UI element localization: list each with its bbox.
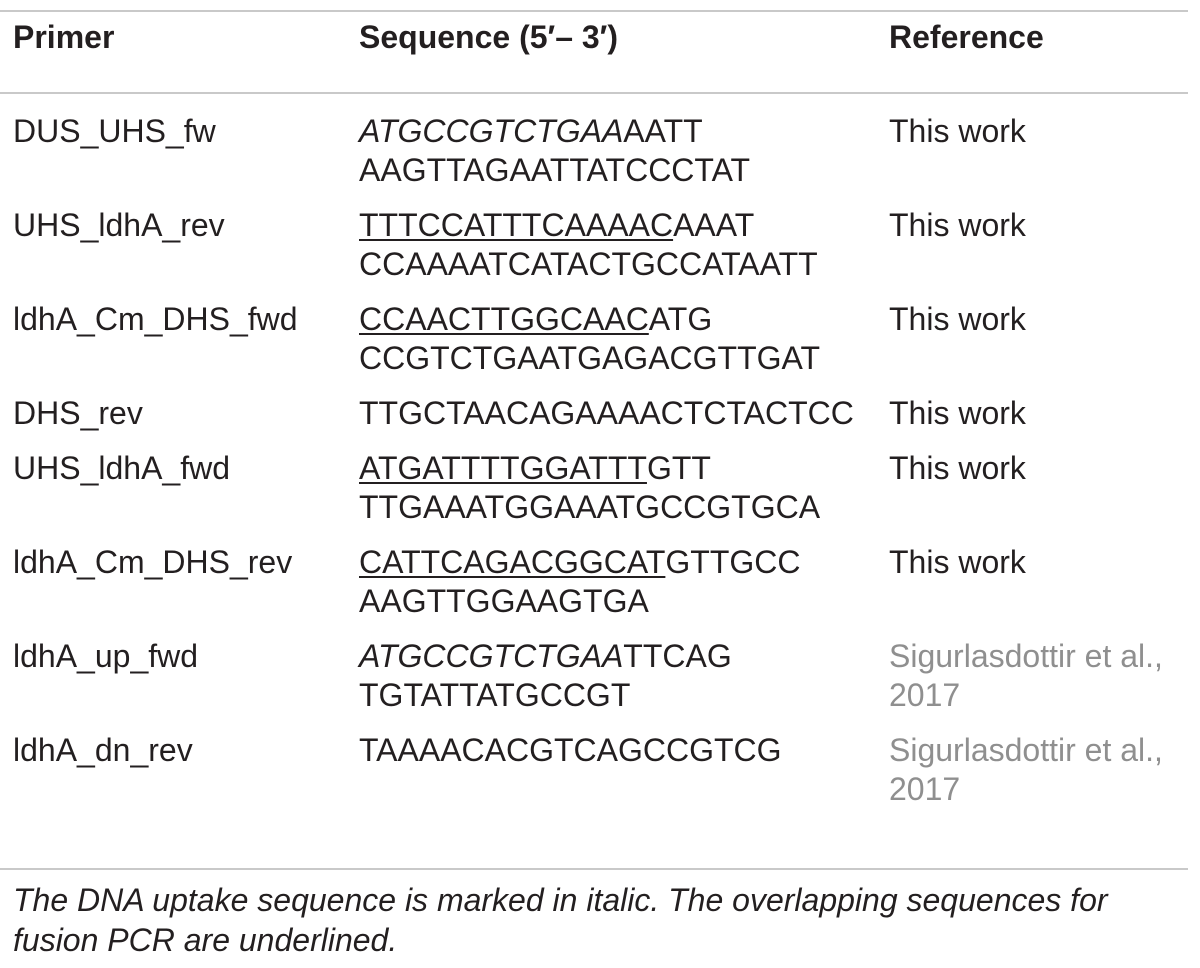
- primer-name: ldhA_Cm_DHS_rev: [13, 544, 293, 580]
- header-row: Primer Sequence (5′– 3′) Reference: [0, 18, 1190, 90]
- sequence-line: ATGATTTTGGATTTGTT: [359, 449, 889, 488]
- sequence-segment: AAGTTGGAAGTGA: [359, 583, 649, 619]
- sequence-line: ATGCCGTCTGAAAATT: [359, 112, 889, 151]
- sequence-segment: ATGCCGTCTGAA: [359, 638, 624, 674]
- sequence-line: CATTCAGACGGCATGTTGCC: [359, 543, 889, 582]
- sequence-segment: AAAT: [673, 207, 755, 243]
- sequence-line: TAAAACACGTCAGCCGTCG: [359, 731, 889, 770]
- sequence-line: CCAAAATCATACTGCCATAATT: [359, 245, 889, 284]
- primer-name: UHS_ldhA_rev: [13, 207, 225, 243]
- sequence-segment: TTGCTAACAGAAAACTCTACTCC: [359, 395, 854, 431]
- reference: This work: [889, 207, 1026, 243]
- sequence-segment: TTTCCATTTCAAAAC: [359, 207, 674, 243]
- reference: This work: [889, 113, 1026, 149]
- primer-sequence: TTGCTAACAGAAAACTCTACTCC: [359, 389, 889, 444]
- sequence-line: TGTATTATGCCGT: [359, 676, 889, 715]
- sequence-line: AAGTTGGAAGTGA: [359, 582, 889, 621]
- sequence-segment: ATGATTTTGGATTT: [359, 450, 647, 486]
- primer-name: UHS_ldhA_fwd: [13, 450, 230, 486]
- sequence-segment: TTCAG: [623, 638, 732, 674]
- primer-name: ldhA_up_fwd: [13, 638, 199, 674]
- header-rule: [0, 92, 1188, 94]
- sequence-segment: AATT: [623, 113, 703, 149]
- reference: Sigurlasdottir et al., 2017: [889, 732, 1163, 807]
- sequence-segment: ATG: [648, 301, 713, 337]
- primer-name: DHS_rev: [13, 395, 143, 431]
- sequence-segment: CCAAAATCATACTGCCATAATT: [359, 246, 818, 282]
- sequence-line: TTGCTAACAGAAAACTCTACTCC: [359, 394, 889, 433]
- reference: This work: [889, 450, 1026, 486]
- sequence-line: TTGAAATGGAAATGCCGTGCA: [359, 488, 889, 527]
- sequence-segment: AAGTTAGAATTATCCCTAT: [359, 152, 751, 188]
- sequence-segment: GTTGCC: [665, 544, 801, 580]
- sequence-segment: TAAAACACGTCAGCCGTCG: [359, 732, 782, 768]
- table-footnote: The DNA uptake sequence is marked in ita…: [13, 882, 1108, 958]
- sequence-segment: CCAACTTGGCAAC: [359, 301, 649, 337]
- sequence-line: AAGTTAGAATTATCCCTAT: [359, 151, 889, 190]
- sequence-segment: CATTCAGACGGCAT: [359, 544, 666, 580]
- bottom-rule: [0, 868, 1188, 870]
- reference: This work: [889, 301, 1026, 337]
- table-row: ldhA_dn_rev TAAAACACGTCAGCCGTCG Sigurlasdo…: [0, 726, 1190, 820]
- table-row: DHS_rev TTGCTAACAGAAAACTCTACTCC This work: [0, 389, 1190, 444]
- sequence-segment: TTGAAATGGAAATGCCGTGCA: [359, 489, 821, 525]
- top-rule: [0, 10, 1188, 12]
- sequence-segment: CCGTCTGAATGAGACGTTGAT: [359, 340, 821, 376]
- header-primer: Primer: [13, 19, 115, 55]
- sequence-segment: GTT: [646, 450, 711, 486]
- reference: Sigurlasdottir et al., 2017: [889, 638, 1163, 713]
- header-sequence: Sequence (5′– 3′): [359, 19, 618, 55]
- header-reference: Reference: [889, 19, 1044, 55]
- primer-table: Primer Sequence (5′– 3′) Reference DUS_U…: [0, 18, 1190, 820]
- primer-name: DUS_UHS_fw: [13, 113, 216, 149]
- sequence-segment: ATGCCGTCTGAA: [359, 113, 624, 149]
- reference: This work: [889, 544, 1026, 580]
- primer-name: ldhA_Cm_DHS_fwd: [13, 301, 298, 337]
- sequence-line: CCAACTTGGCAACATG: [359, 300, 889, 339]
- primer-name: ldhA_dn_rev: [13, 732, 193, 768]
- sequence-line: ATGCCGTCTGAATTCAG: [359, 637, 889, 676]
- sequence-line: CCGTCTGAATGAGACGTTGAT: [359, 339, 889, 378]
- primer-sequence: TAAAACACGTCAGCCGTCG: [359, 726, 889, 820]
- reference: This work: [889, 395, 1026, 431]
- sequence-line: TTTCCATTTCAAAACAAAT: [359, 206, 889, 245]
- sequence-segment: TGTATTATGCCGT: [359, 677, 631, 713]
